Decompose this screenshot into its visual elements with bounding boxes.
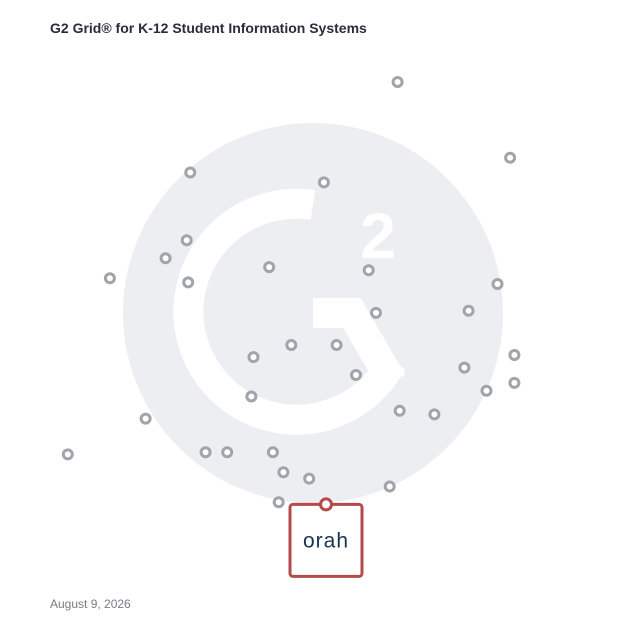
vendor-dot[interactable] <box>480 384 493 397</box>
date-label: August 9, 2026 <box>50 597 131 611</box>
vendor-dot[interactable] <box>508 376 521 389</box>
vendor-dot[interactable] <box>159 252 172 265</box>
vendor-dot[interactable] <box>491 278 504 290</box>
vendor-dot[interactable] <box>362 264 375 277</box>
highlight-callout[interactable]: orah <box>288 497 364 578</box>
svg-text:2: 2 <box>360 200 396 272</box>
vendor-dot[interactable] <box>508 349 521 361</box>
vendor-dot[interactable] <box>350 369 362 381</box>
vendor-dot[interactable] <box>266 446 279 459</box>
vendor-dot[interactable] <box>504 151 517 164</box>
g2-logo-icon: 2 <box>123 123 503 503</box>
vendor-dot[interactable] <box>391 76 404 88</box>
vendor-dot[interactable] <box>277 466 290 479</box>
vendor-dot[interactable] <box>139 412 152 425</box>
vendor-dot[interactable] <box>285 339 298 351</box>
vendor-dot[interactable] <box>221 446 234 459</box>
vendor-dot[interactable] <box>383 480 396 493</box>
vendor-dot[interactable] <box>462 304 475 317</box>
vendor-dot[interactable] <box>245 390 258 403</box>
vendor-dot[interactable] <box>330 339 343 351</box>
vendor-dot[interactable] <box>184 166 197 179</box>
vendor-dot[interactable] <box>103 272 116 285</box>
vendor-dot[interactable] <box>458 361 471 374</box>
vendor-dot[interactable] <box>317 176 330 189</box>
vendor-dot[interactable] <box>370 306 382 319</box>
vendor-dot[interactable] <box>303 472 316 485</box>
vendor-dot[interactable] <box>61 448 74 461</box>
vendor-dot[interactable] <box>272 496 285 509</box>
vendor-dot[interactable] <box>393 404 406 417</box>
highlight-dot[interactable] <box>319 497 333 512</box>
vendor-dot[interactable] <box>428 408 441 421</box>
vendor-dots <box>61 76 521 509</box>
highlight-label: orah <box>303 529 349 552</box>
vendor-dot[interactable] <box>247 351 260 364</box>
vendor-dot[interactable] <box>180 234 193 247</box>
vendor-dot[interactable] <box>263 261 276 274</box>
vendor-dot[interactable] <box>182 276 195 289</box>
vendor-dot[interactable] <box>199 446 212 459</box>
chart-title: G2 Grid® for K-12 Student Information Sy… <box>50 20 367 36</box>
